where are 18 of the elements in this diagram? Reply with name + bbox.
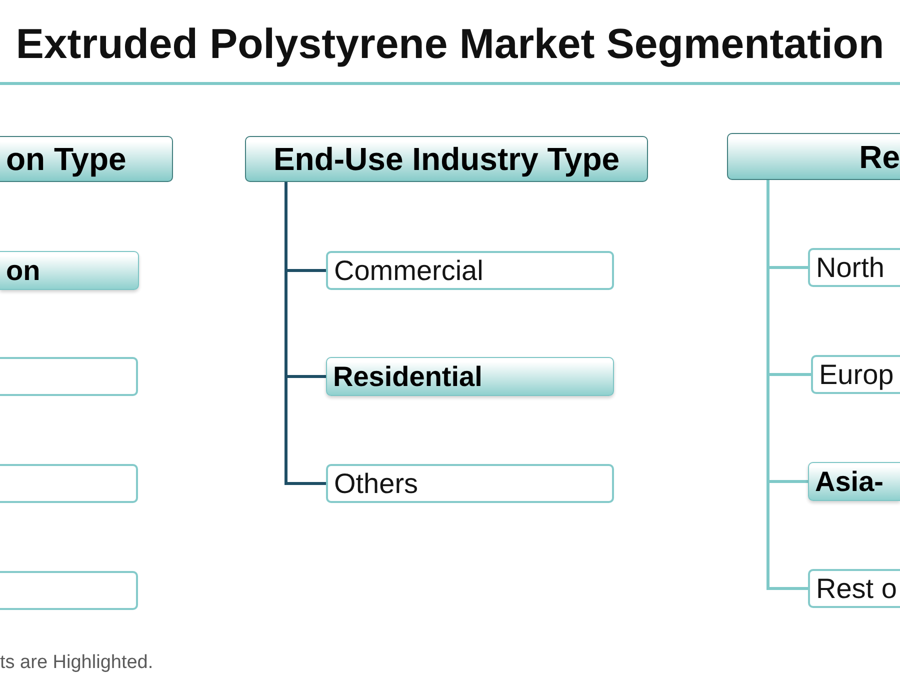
category-box: Commercial bbox=[326, 251, 614, 290]
segment-header-box: on Type bbox=[0, 136, 173, 182]
footnote-text: ts are Highlighted. bbox=[0, 651, 154, 675]
empty-category-box bbox=[0, 571, 138, 610]
highlighted-category-box: Asia- bbox=[808, 462, 900, 501]
highlighted-category-box: on bbox=[0, 251, 139, 290]
highlighted-category-box: Residential bbox=[326, 357, 614, 396]
category-box: Rest o bbox=[808, 569, 900, 608]
diagram-title: Extruded Polystyrene Market Segmentation bbox=[14, 20, 886, 68]
empty-category-box bbox=[0, 357, 138, 396]
segment-header-box: End-Use Industry Type bbox=[245, 136, 648, 182]
connector-line bbox=[284, 182, 326, 485]
empty-category-box bbox=[0, 464, 138, 503]
category-box: Europ bbox=[811, 355, 900, 394]
segment-header-box: Re bbox=[727, 133, 900, 180]
category-box: Others bbox=[326, 464, 614, 503]
connector-line bbox=[766, 180, 808, 590]
category-box: North bbox=[808, 248, 900, 287]
